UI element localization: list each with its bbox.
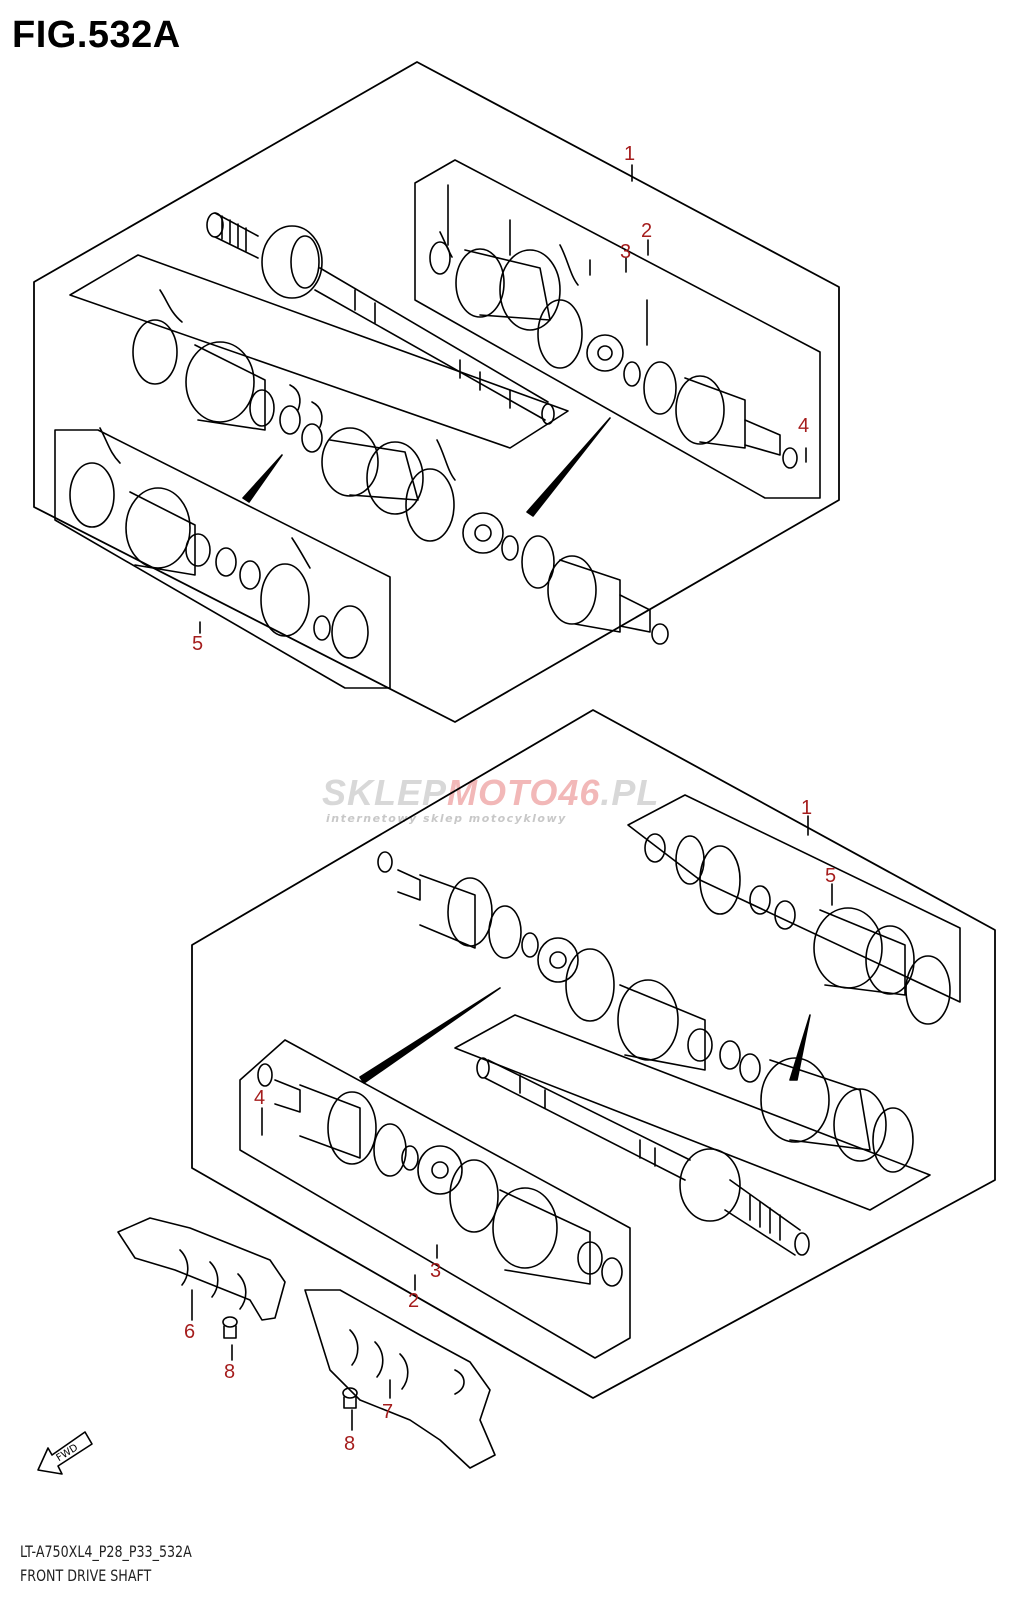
callout-right-guard: 7 — [382, 1401, 393, 1423]
callout-left-guard: 6 — [184, 1321, 195, 1343]
upper-shaft-box — [69, 254, 569, 449]
upper-inner-kit-box — [54, 429, 391, 689]
right-skid-guard-ribs — [349, 1329, 465, 1395]
upper-outer-kit-box — [414, 159, 821, 499]
upper-left-boot-cluster — [132, 289, 323, 453]
lower-explode-arrow-right — [789, 1014, 811, 1081]
upper-drive-shaft — [206, 212, 555, 425]
lower-inner-kit-box — [627, 794, 961, 1003]
watermark-brand-part3: .PL — [600, 772, 660, 813]
callout-top-boot-kit: 3 — [620, 241, 631, 263]
lower-outer-kit-parts — [257, 1063, 623, 1287]
upper-cv-joint — [462, 512, 669, 645]
right-skid-guard — [304, 1289, 496, 1469]
lower-right-boot — [760, 1057, 914, 1173]
callout-bottom-assembly: 1 — [801, 797, 812, 819]
figure-title: FIG.532A — [12, 14, 181, 56]
upper-center-boot — [321, 427, 456, 542]
left-skid-guard-ribs — [179, 1249, 247, 1310]
callout-bottom-outer-kit: 2 — [408, 1290, 419, 1312]
fwd-arrow-icon — [37, 1431, 93, 1475]
left-bolt — [222, 1316, 238, 1339]
forward-direction-indicator: FWD — [37, 1431, 93, 1475]
callout-bottom-inner-kit: 5 — [825, 865, 836, 887]
lower-outer-kit-box — [239, 1039, 631, 1359]
callout-top-inner-kit: 5 — [192, 633, 203, 655]
callout-top-circlip: 4 — [798, 415, 809, 437]
callout-left-bolt: 8 — [224, 1361, 235, 1383]
model-code-label: LT-A750XL4_P28_P33_532A — [20, 1542, 192, 1561]
upper-explode-arrow-left — [242, 454, 283, 503]
upper-outer-kit-parts — [429, 231, 798, 469]
callout-bottom-boot-kit: 3 — [430, 1260, 441, 1282]
callout-top-assembly: 1 — [624, 143, 635, 165]
lower-inner-kit-parts — [644, 833, 951, 1025]
callout-top-outer-kit: 2 — [641, 220, 652, 242]
callout-bottom-circlip: 4 — [254, 1087, 265, 1109]
watermark-brand-part2: MOTO46 — [447, 772, 601, 813]
lower-center-boot — [617, 979, 761, 1083]
upper-inner-kit-parts — [69, 427, 369, 659]
lower-inner-cv-housing — [377, 851, 615, 1022]
watermark-brand: SKLEPMOTO46.PL — [322, 772, 659, 814]
left-skid-guard — [117, 1217, 286, 1321]
right-bolt — [342, 1387, 358, 1409]
lower-shaft-box — [454, 1014, 931, 1211]
callout-right-bolt: 8 — [344, 1433, 355, 1455]
upper-explode-arrow-right — [526, 417, 611, 517]
upper-assembly-frame — [33, 61, 840, 723]
lower-drive-shaft — [476, 1057, 810, 1256]
diagram-name-label: FRONT DRIVE SHAFT — [20, 1566, 152, 1585]
lower-assembly-frame — [191, 709, 996, 1399]
watermark-tagline: internetowy sklep motocyklowy — [326, 812, 567, 825]
watermark-brand-part1: SKLEP — [322, 772, 448, 813]
lower-explode-arrow-left — [359, 987, 501, 1084]
